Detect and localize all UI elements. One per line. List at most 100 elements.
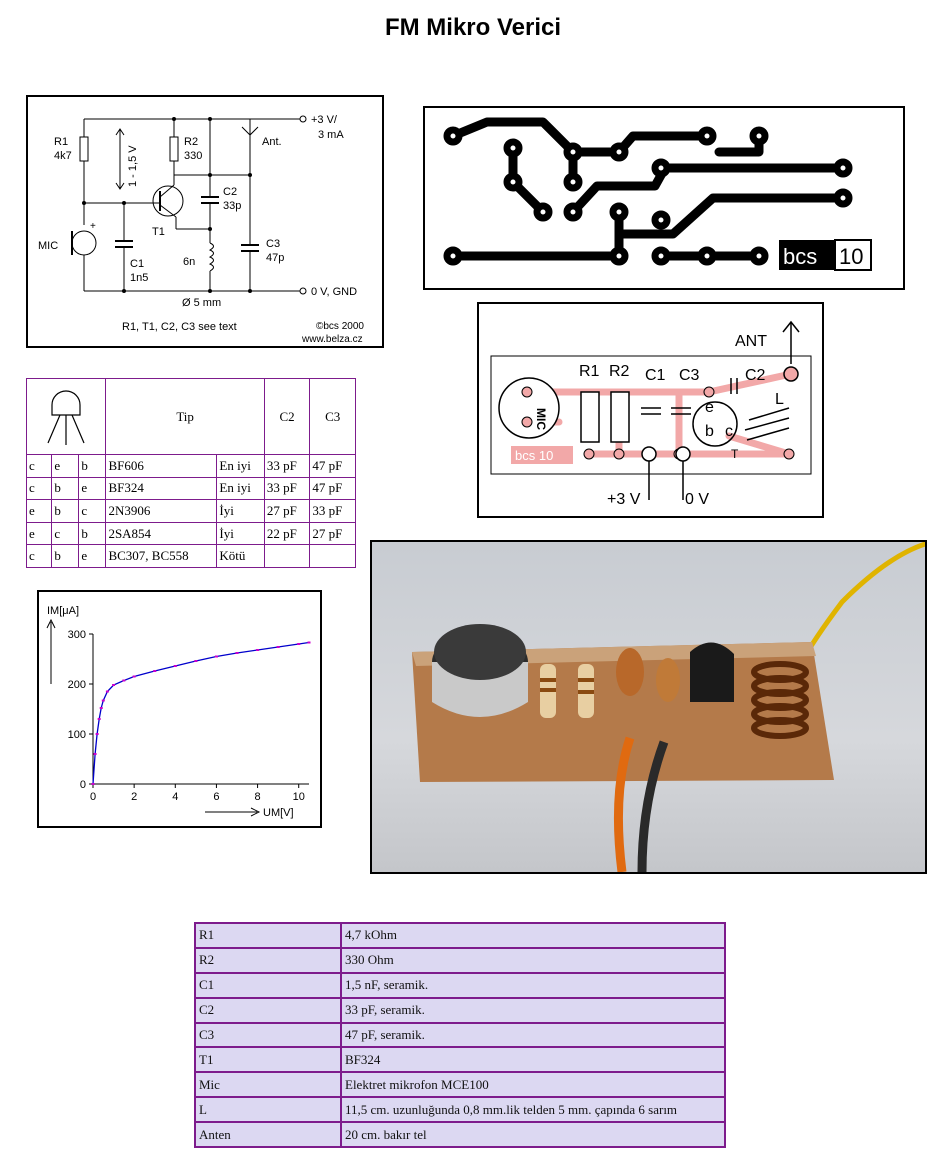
c3-cell: 27 pF xyxy=(309,521,356,546)
svg-text:+: + xyxy=(90,221,96,232)
rating-cell: En iyi xyxy=(216,476,265,501)
c2-value: 33p xyxy=(223,200,241,212)
layout-label-r2: R2 xyxy=(609,363,630,380)
mic-label: MIC xyxy=(38,240,58,252)
layout-badge: bcs 10 xyxy=(515,448,553,463)
c2-header: C2 xyxy=(263,378,311,455)
schematic-panel: +3 V/ 3 mA Ant. 0 V, GND R1 4k7 R2 330 1… xyxy=(26,95,384,348)
layout-panel: MIC xyxy=(477,302,824,518)
diameter-label: Ø 5 mm xyxy=(182,297,221,309)
x-tick-label: 6 xyxy=(213,791,219,803)
pin-cell: e xyxy=(51,454,80,478)
value-cell: 4,7 kOhm xyxy=(340,922,726,949)
rating-cell: En iyi xyxy=(216,454,265,478)
pin-cell: e xyxy=(78,544,107,568)
layout-label-c3: C3 xyxy=(679,367,700,384)
zero-v-label: 0 V xyxy=(685,491,709,508)
value-cell: 330 Ohm xyxy=(340,946,726,974)
layout-label-r1: R1 xyxy=(579,363,600,380)
c2-cell: 33 pF xyxy=(263,476,311,501)
c3-name: C3 xyxy=(266,238,280,250)
type-cell: 2N3906 xyxy=(105,499,218,523)
pcb-traces: bcs 10 xyxy=(443,117,872,271)
pin-cell: c xyxy=(25,544,53,568)
table-row: c b e BF324 En iyi 33 pF 47 pF xyxy=(25,476,356,501)
pin-cell: c xyxy=(78,499,107,523)
pin-cell: b xyxy=(78,521,107,546)
c2-cell: 27 pF xyxy=(263,499,311,523)
plus-3v-label: +3 V xyxy=(607,491,641,508)
website-label: www.belza.cz xyxy=(301,334,363,345)
part-cell: Mic xyxy=(194,1071,342,1099)
series-line xyxy=(92,641,310,785)
pin-cell: e xyxy=(78,476,107,501)
pin-c: c xyxy=(725,423,733,440)
transistor-type-table: Tip C2 C3 c e b BF606 En iyi 33 pF 47 pF… xyxy=(25,378,356,568)
r1-name: R1 xyxy=(54,136,68,148)
c2-cell: 22 pF xyxy=(263,521,311,546)
part-cell: L xyxy=(194,1096,342,1123)
supply-label: +3 V/ xyxy=(311,114,338,126)
pin-cell: e xyxy=(25,521,53,546)
c3-cell: 47 pF xyxy=(309,476,356,501)
r1-value: 4k7 xyxy=(54,150,72,162)
rating-cell: İyi xyxy=(216,521,265,546)
y-tick-label: 200 xyxy=(68,679,86,691)
mic-text: MIC xyxy=(534,408,548,430)
type-cell: BC307, BC558 xyxy=(105,544,218,568)
pin-cell: b xyxy=(51,544,80,568)
pin-cell: e xyxy=(25,499,53,523)
component-layout: MIC xyxy=(490,320,812,508)
value-cell: BF324 xyxy=(340,1046,726,1074)
value-cell: 1,5 nF, seramik. xyxy=(340,971,726,999)
part-cell: C3 xyxy=(194,1021,342,1049)
y-tick-label: 300 xyxy=(68,629,86,641)
y-tick-label: 100 xyxy=(68,729,86,741)
x-tick-label: 0 xyxy=(90,791,96,803)
c3-header: C3 xyxy=(309,378,356,455)
x-tick-label: 8 xyxy=(255,791,261,803)
gnd-label: 0 V, GND xyxy=(311,286,357,298)
pin-cell: c xyxy=(51,521,80,546)
type-cell: 2SA854 xyxy=(105,521,218,546)
pin-cell: b xyxy=(78,454,107,478)
r2-name: R2 xyxy=(184,136,198,148)
part-cell: Anten xyxy=(194,1121,342,1148)
c1-name: C1 xyxy=(130,258,144,270)
part-cell: T1 xyxy=(194,1046,342,1074)
ant-label: ANT xyxy=(735,333,767,350)
pin-b: b xyxy=(705,423,714,440)
table-row: e b c 2N3906 İyi 27 pF 33 pF xyxy=(25,499,356,523)
value-cell: Elektret mikrofon MCE100 xyxy=(340,1071,726,1099)
copyright-label: ©bcs 2000 xyxy=(316,321,364,332)
pin-cell: c xyxy=(25,476,53,501)
c3-cell xyxy=(309,544,356,568)
rating-cell: İyi xyxy=(216,499,265,523)
value-cell: 20 cm. bakır tel xyxy=(340,1121,726,1148)
x-tick-label: 4 xyxy=(172,791,178,803)
y-tick-label: 0 xyxy=(80,779,86,791)
schematic-diagram: +3 V/ 3 mA Ant. 0 V, GND R1 4k7 R2 330 1… xyxy=(38,114,364,345)
voltage-label: 1 - 1,5 V xyxy=(127,145,139,187)
device-photo xyxy=(370,540,927,874)
photo-icon xyxy=(412,542,925,872)
schematic-note: R1, T1, C2, C3 see text xyxy=(122,321,237,333)
c3-cell: 47 pF xyxy=(309,454,356,478)
c3-cell: 33 pF xyxy=(309,499,356,523)
value-cell: 47 pF, seramik. xyxy=(340,1021,726,1049)
table-row: e c b 2SA854 İyi 22 pF 27 pF xyxy=(25,521,356,546)
type-cell: BF606 xyxy=(105,454,218,478)
value-cell: 11,5 cm. uzunluğunda 0,8 mm.lik telden 5… xyxy=(340,1096,726,1123)
part-cell: R1 xyxy=(194,922,342,949)
x-tick-label: 10 xyxy=(293,791,305,803)
rating-cell: Kötü xyxy=(216,544,265,568)
part-cell: C1 xyxy=(194,971,342,999)
pin-cell: b xyxy=(51,476,80,501)
